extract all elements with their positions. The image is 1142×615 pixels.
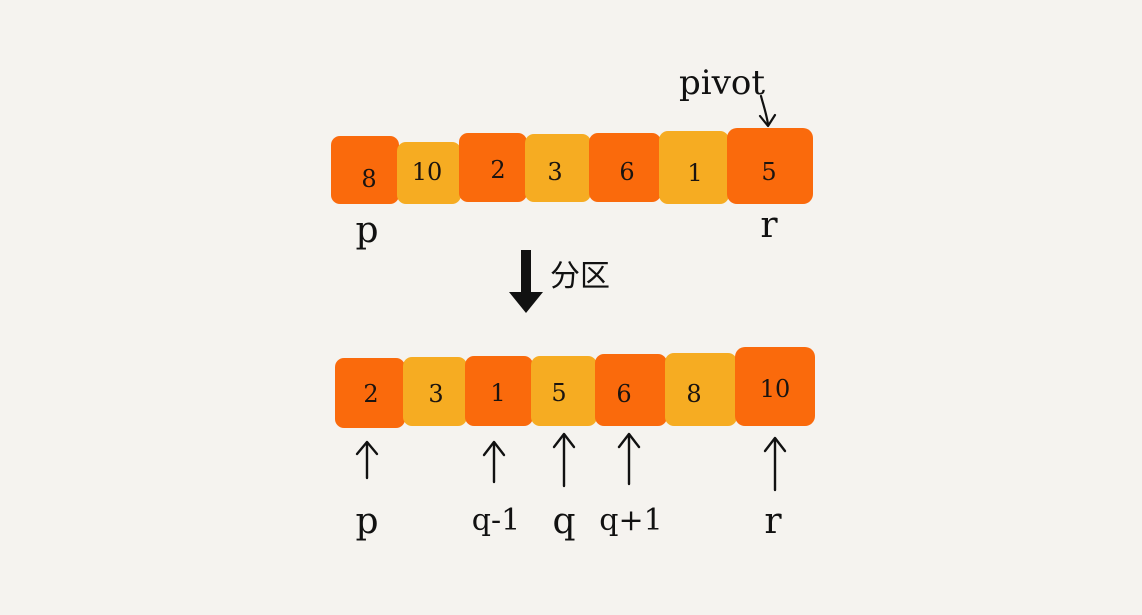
down-arrow-icon xyxy=(509,250,543,313)
top-cell-5 xyxy=(659,131,729,204)
bottom-cell-3 xyxy=(531,356,597,426)
bottom-cell-value: 8 xyxy=(686,380,701,408)
top-cell-value: 2 xyxy=(490,156,505,184)
pivot-label: pivot xyxy=(679,63,765,103)
bottom-cell-0 xyxy=(335,358,405,428)
pointer-arrow-q-plus-1 xyxy=(617,432,641,486)
bottom-cell-6 xyxy=(735,347,815,426)
top-cell-value: 8 xyxy=(361,165,376,193)
top-cell-0 xyxy=(331,136,399,204)
top-right-pointer-label: r xyxy=(760,205,778,246)
pointer-label-p: p xyxy=(355,501,378,542)
bottom-cell-value: 1 xyxy=(490,379,505,407)
bottom-cell-value: 5 xyxy=(551,379,566,407)
bottom-cell-4 xyxy=(595,354,667,426)
pointer-label-q-plus-1: q+1 xyxy=(599,503,662,538)
top-cell-value: 10 xyxy=(412,158,443,186)
pointer-label-r: r xyxy=(764,501,782,542)
top-cell-value: 1 xyxy=(687,159,702,187)
pointer-arrow-q xyxy=(552,432,576,488)
bottom-cell-2 xyxy=(465,356,533,426)
partition-step: 分区 xyxy=(509,250,610,313)
partition-step-label: 分区 xyxy=(550,259,610,294)
pointer-arrow-r xyxy=(763,436,787,492)
bottom-cell-1 xyxy=(403,357,467,426)
bottom-cell-value: 2 xyxy=(363,380,378,408)
top-cell-value: 5 xyxy=(761,158,776,186)
bottom-cell-value: 10 xyxy=(760,375,791,403)
bottom-cell-5 xyxy=(665,353,737,426)
top-cell-value: 6 xyxy=(619,158,634,186)
top-cell-3 xyxy=(525,134,591,202)
bottom-row: 2 3 1 5 6 8 10 p q-1 q q+1 xyxy=(335,347,815,542)
bottom-cell-value: 6 xyxy=(616,380,631,408)
top-cell-6 xyxy=(727,128,813,204)
top-left-pointer-label: p xyxy=(355,210,378,251)
top-cell-1 xyxy=(397,142,461,204)
bottom-cell-value: 3 xyxy=(428,380,443,408)
pivot-arrow xyxy=(758,94,777,128)
top-cell-value: 3 xyxy=(547,158,562,186)
pointer-label-q: q xyxy=(552,501,575,542)
pointer-arrow-q-minus-1 xyxy=(482,440,506,484)
pointer-arrow-p xyxy=(355,440,379,480)
pointer-label-q-minus-1: q-1 xyxy=(472,503,520,538)
top-row: 8 10 2 3 6 1 5 pivot p r xyxy=(331,63,813,251)
top-cell-2 xyxy=(459,133,527,202)
top-cell-4 xyxy=(589,133,661,202)
